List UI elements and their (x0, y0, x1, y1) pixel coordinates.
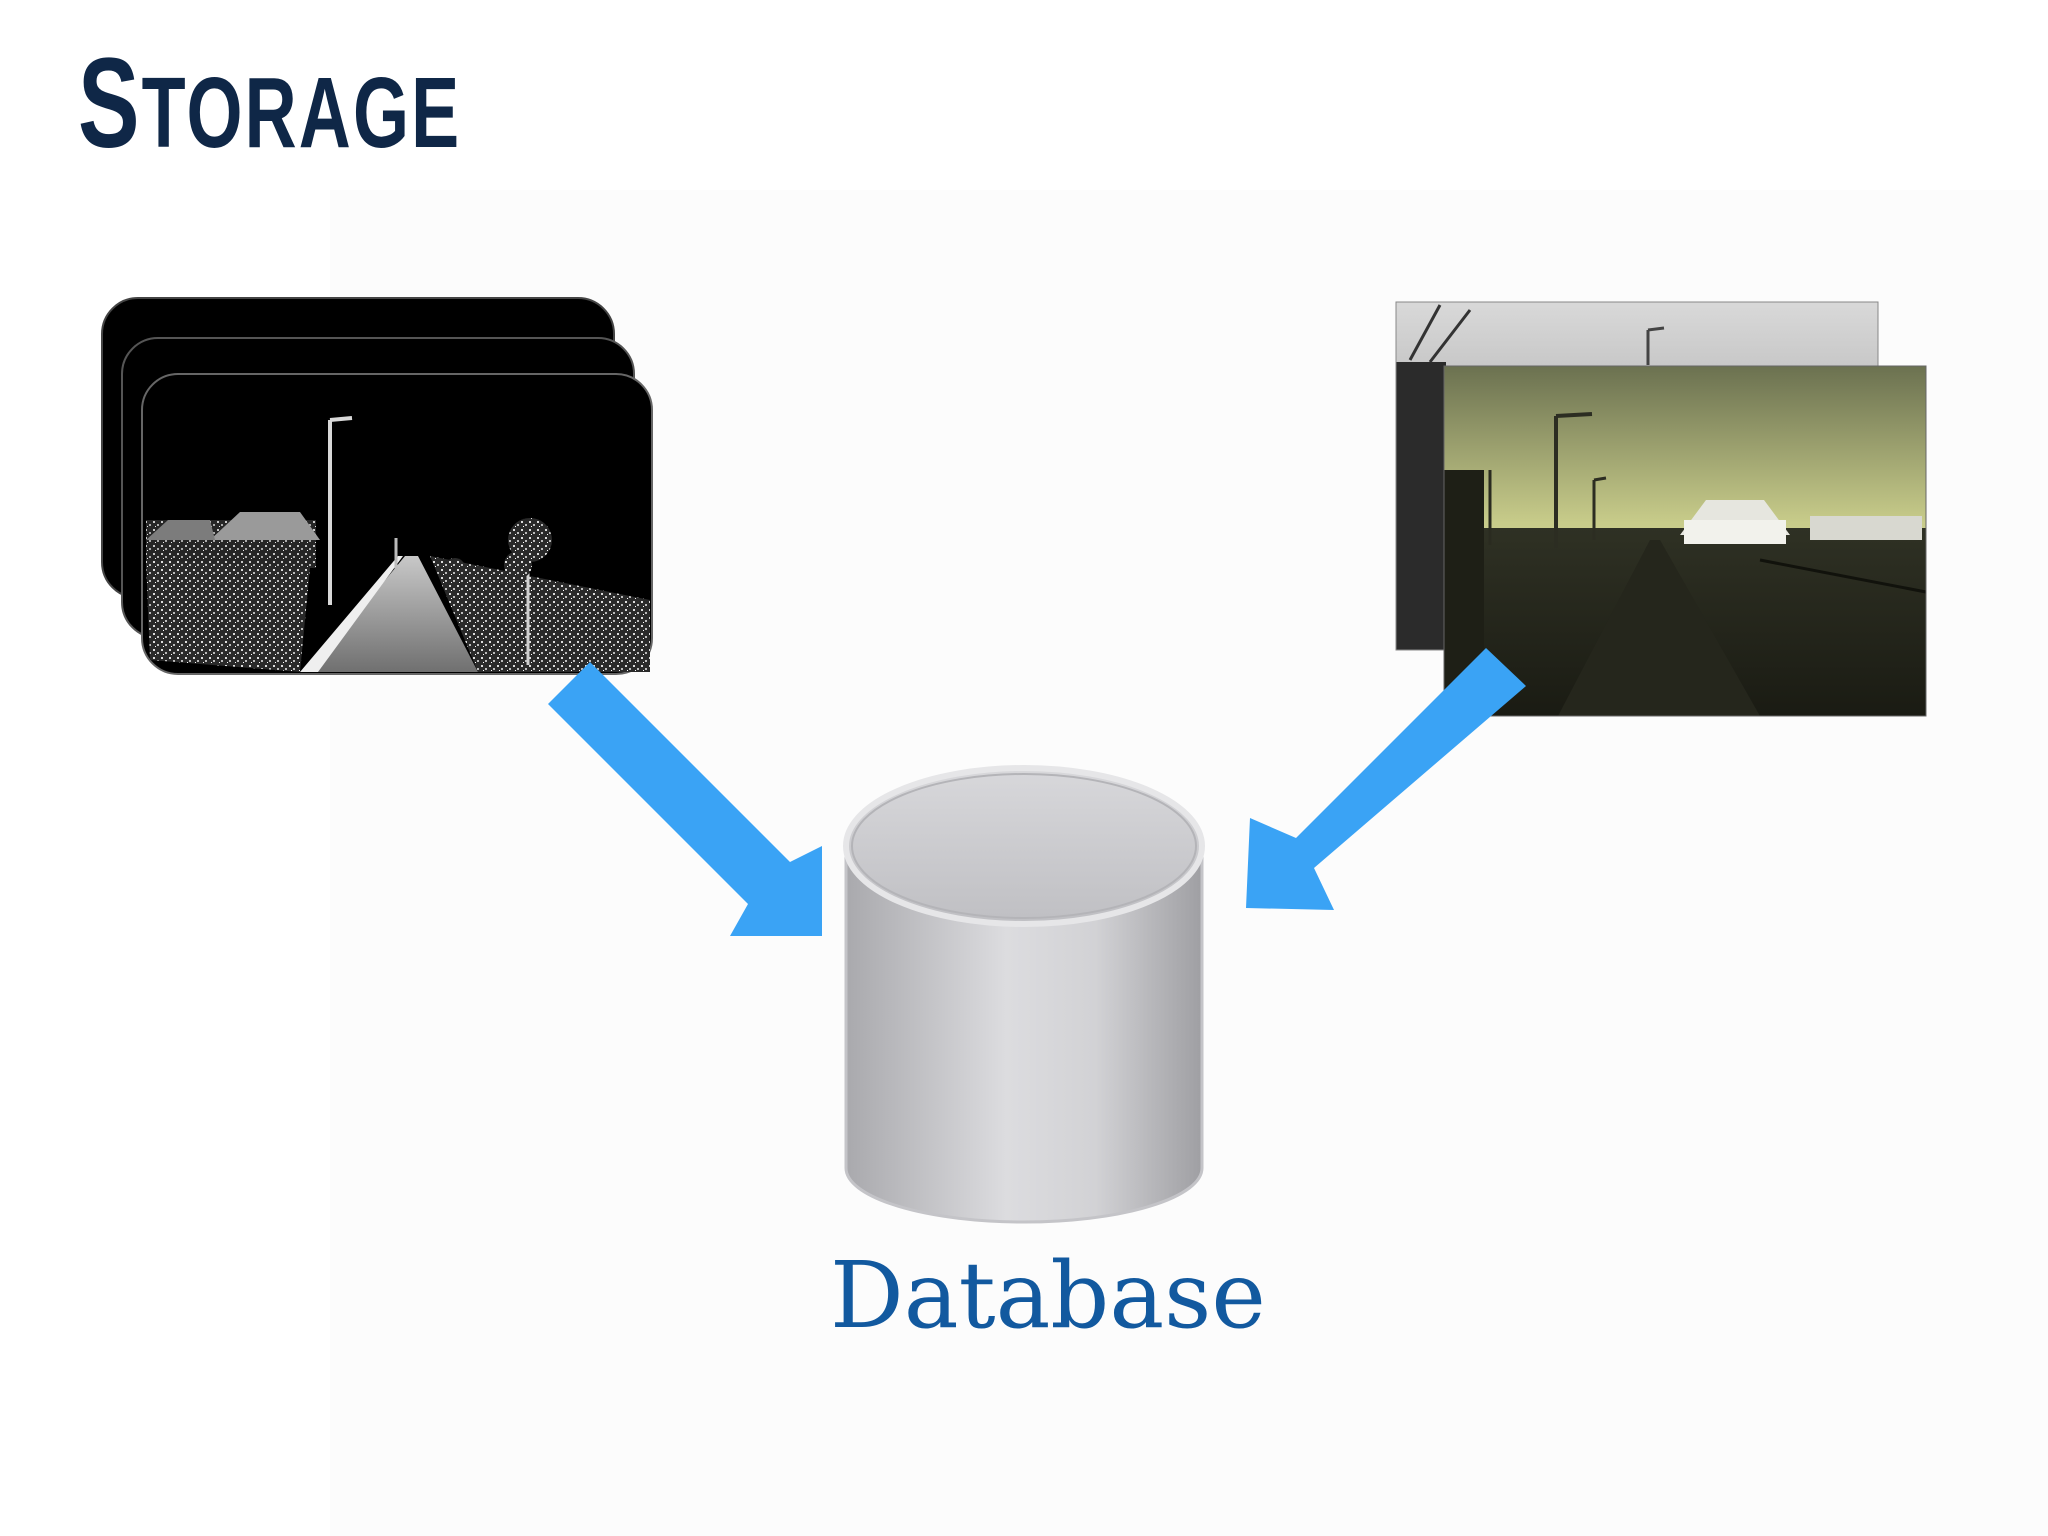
photo-stack (1396, 302, 1926, 716)
point-cloud-stack (102, 298, 652, 674)
database-label: Database (830, 1250, 1230, 1342)
photo-front (1444, 366, 1926, 716)
arrow-lidar-to-database (548, 662, 822, 936)
arrow-camera-to-database (1246, 648, 1526, 910)
point-cloud-card-front (142, 374, 652, 674)
database-cylinder-icon (846, 768, 1202, 1222)
